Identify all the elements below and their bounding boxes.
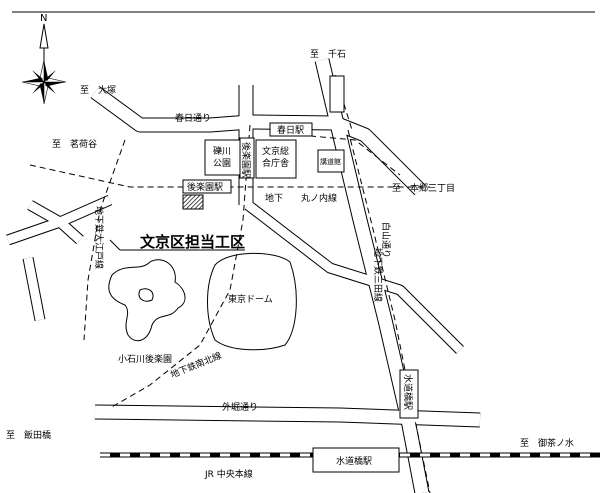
civic-center-line-2: 合庁舎 <box>262 157 289 169</box>
dir-otsuka: 至 大塚 <box>80 84 116 96</box>
dir-hongo: 至 本郷三丁目 <box>392 182 455 194</box>
station-suidobashi: 水道橋駅 <box>336 455 372 467</box>
road-sotobori-dori: 外堀通り <box>222 401 258 413</box>
north-label: N <box>40 13 47 24</box>
reisen-park-box <box>204 139 241 176</box>
kodokan-label: 講道館 <box>320 157 341 166</box>
civic-center-box <box>255 139 297 179</box>
line-namboku: 地下鉄南北線 <box>169 349 224 380</box>
district-leader <box>109 239 121 251</box>
station-suidobashi-v-box <box>399 369 419 419</box>
subway-lines <box>29 74 431 493</box>
reisen-park-line-1: 礫川 <box>213 145 231 157</box>
tokyo-dome-outline <box>207 252 297 351</box>
north-compass: N <box>21 13 67 105</box>
dir-myogadani: 至 茗荷谷 <box>52 139 97 150</box>
station-korakuen-v: 後楽園駅 <box>240 142 252 178</box>
station-suidobashi-v: 水道橋駅 <box>402 374 414 410</box>
tokyo-dome-label: 東京ドーム <box>228 293 273 305</box>
station-korakuen-box <box>182 179 232 194</box>
site-marker <box>182 194 204 210</box>
dir-iidabashi: 至 飯田橋 <box>6 429 51 441</box>
station-suidobashi-box <box>312 447 400 473</box>
civic-center-line-1: 文京総 <box>262 145 289 157</box>
station-kasuga-north-box <box>329 75 345 113</box>
dir-chitose: 至 千石 <box>310 49 346 60</box>
reisen-park-line-2: 公園 <box>213 158 231 169</box>
road-hakusan-dori: 白山通り <box>380 222 392 258</box>
line-oedo: 地下鉄大江戸線 <box>93 206 105 269</box>
district-label: 文京区担当工区 <box>140 233 245 251</box>
station-kasuga: 春日駅 <box>277 124 304 136</box>
road-kasuga-dori: 春日通り <box>175 112 211 124</box>
road-network <box>6 58 481 493</box>
station-kasuga-box <box>269 122 313 137</box>
dir-ochanomizu: 至 御茶ノ水 <box>520 437 574 449</box>
koishikawa-garden-pond <box>108 259 186 342</box>
line-marunouchi: 地下 丸ノ内線 <box>265 192 337 204</box>
compass-rose-icon <box>21 59 67 105</box>
station-korakuen: 後楽園駅 <box>187 181 223 193</box>
line-jr-chuo: JR 中央本線 <box>204 468 253 480</box>
kodokan-box <box>317 149 345 173</box>
line-mita: 地下鉄三田線 <box>372 248 384 302</box>
koishikawa-garden-label: 小石川後楽園 <box>118 353 172 365</box>
